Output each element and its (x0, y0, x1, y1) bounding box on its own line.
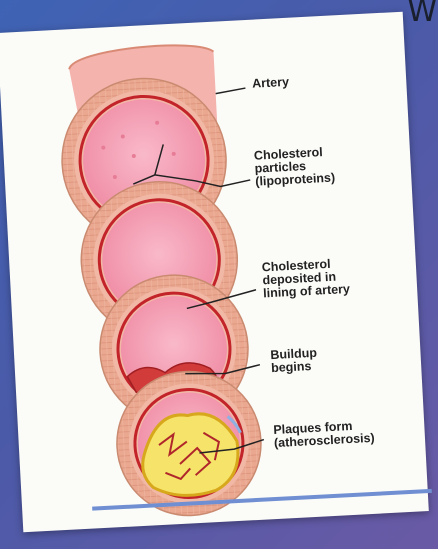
label-plaques: Plaques form (atherosclerosis) (273, 419, 375, 450)
artery-diagram (0, 12, 429, 533)
partial-heading-text: W (407, 0, 438, 29)
label-buildup: Buildup begins (270, 347, 318, 375)
label-cholesterol-deposited: Cholesterol deposited in lining of arter… (262, 257, 351, 300)
diagram-card: Artery Cholesterol particles (lipoprotei… (0, 12, 429, 533)
label-artery: Artery (252, 76, 289, 91)
label-cholesterol-particles: Cholesterol particles (lipoproteins) (254, 146, 336, 189)
